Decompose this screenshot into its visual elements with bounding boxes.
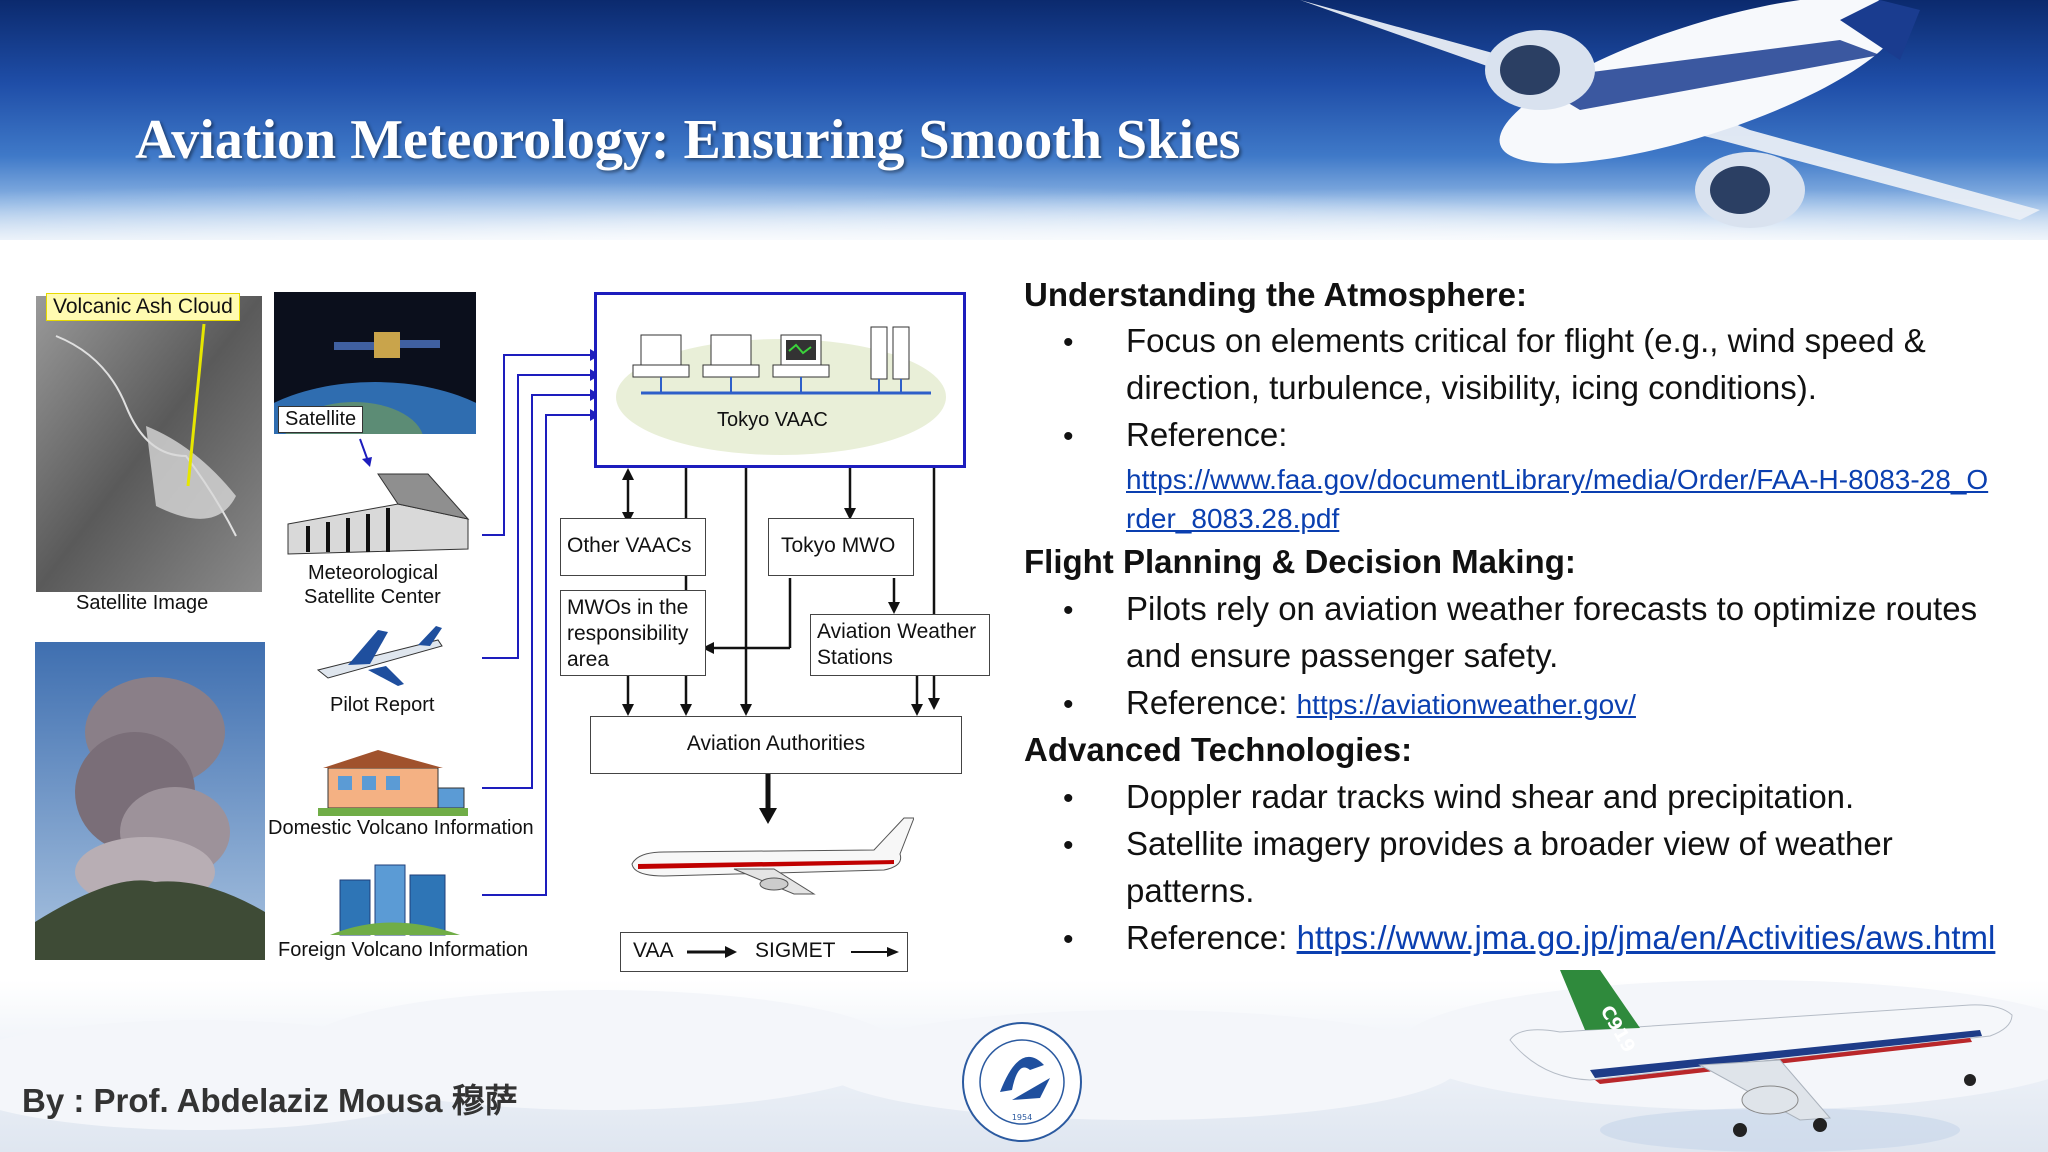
foreign-volcano-label: Foreign Volcano Information <box>278 939 529 961</box>
satellite-label: Satellite <box>278 406 364 433</box>
right-arrow-icon <box>851 947 899 957</box>
other-vaacs-label: Other VAACs <box>567 534 692 557</box>
ash-cloud-label: Volcanic Ash Cloud <box>46 293 240 321</box>
reference-label: Reference: <box>1126 919 1288 956</box>
vaa-sigmet-box: VAA SIGMET <box>620 932 908 972</box>
reference-link-continued[interactable]: rder_8083.28.pdf <box>1126 503 1340 534</box>
satellite-center-building <box>287 473 470 555</box>
slide-title: Aviation Meteorology: Ensuring Smooth Sk… <box>135 109 1241 171</box>
reference-label: Reference: <box>1126 416 1288 453</box>
reference-line: Reference: https://www.jma.go.jp/jma/en/… <box>1126 919 1995 957</box>
bullet-text: Pilots rely on aviation weather forecast… <box>1126 590 1978 627</box>
bullet-icon: • <box>1063 829 1074 862</box>
bullet-icon: • <box>1063 326 1074 359</box>
bullet-text: Doppler radar tracks wind shear and prec… <box>1126 778 1855 815</box>
section-heading: Understanding the Atmosphere: <box>1024 276 1527 313</box>
aws-box: Aviation Weather Stations <box>810 614 990 676</box>
tokyo-mwo-box: Tokyo MWO <box>768 518 914 576</box>
aviation-authorities-label: Aviation Authorities <box>686 732 866 755</box>
sigmet-label: SIGMET <box>755 939 836 962</box>
bullet-icon: • <box>1063 782 1074 815</box>
down-arrow-icon <box>359 438 372 467</box>
pilot-plane-icon <box>316 626 443 686</box>
reference-line: Reference: https://aviationweather.gov/ <box>1126 684 1636 722</box>
university-logo-icon: 1954 <box>962 1022 1082 1142</box>
airplane-banner-illustration <box>1300 0 2040 228</box>
aws-label: Aviation Weather Stations <box>817 620 977 669</box>
bullet-text: Satellite imagery provides a broader vie… <box>1126 825 1893 862</box>
vaa-label: VAA <box>633 939 674 962</box>
bullet-icon: • <box>1063 594 1074 627</box>
vaac-network-illustration <box>616 326 946 455</box>
jumbo-jet-illustration <box>631 817 914 895</box>
svg-text:1954: 1954 <box>1012 1113 1032 1122</box>
bullet-icon: • <box>1063 688 1074 721</box>
mwos-box: MWOs in the responsibility area <box>560 590 706 676</box>
pilot-report-label: Pilot Report <box>330 694 435 716</box>
satellite-image <box>36 296 262 592</box>
domestic-volcano-icon <box>318 750 468 816</box>
bullet-icon: • <box>1063 420 1074 453</box>
satellite-image-caption: Satellite Image <box>76 592 209 614</box>
volcano-photo <box>35 642 265 960</box>
aviation-authorities-box: Aviation Authorities <box>590 716 962 774</box>
domestic-volcano-label: Domestic Volcano Information <box>268 817 534 839</box>
bullet-text-continued: direction, turbulence, visibility, icing… <box>1126 369 1817 406</box>
reference-label: Reference: <box>1126 684 1288 721</box>
bullet-text-continued: patterns. <box>1126 872 1255 909</box>
reference-link[interactable]: https://www.faa.gov/documentLibrary/medi… <box>1126 464 1989 495</box>
reference-link[interactable]: https://aviationweather.gov/ <box>1296 689 1636 720</box>
bullet-text-continued: and ensure passenger safety. <box>1126 637 1559 674</box>
jet-illustration: C919 <box>1509 970 2013 1152</box>
header-banner: Aviation Meteorology: Ensuring Smooth Sk… <box>0 0 2048 240</box>
bullet-icon: • <box>1063 923 1074 956</box>
reference-link[interactable]: https://www.jma.go.jp/jma/en/Activities/… <box>1296 919 1996 956</box>
msc-label-line1: Meteorological <box>308 562 439 584</box>
right-arrow-icon <box>687 946 737 958</box>
section-heading: Advanced Technologies: <box>1024 731 1413 768</box>
mwos-label: MWOs in the responsibility area <box>567 596 689 671</box>
tokyo-mwo-label: Tokyo MWO <box>781 534 896 557</box>
author-credit: By : Prof. Abdelaziz Mousa 穆萨 <box>22 1082 518 1119</box>
bullet-text: Focus on elements critical for flight (e… <box>1126 322 1926 359</box>
other-vaacs-box: Other VAACs <box>560 518 706 576</box>
tokyo-vaac-label: Tokyo VAAC <box>717 409 828 431</box>
tokyo-vaac-box: Tokyo VAAC <box>594 292 966 468</box>
msc-label-line2: Satellite Center <box>304 586 441 608</box>
section-heading: Flight Planning & Decision Making: <box>1024 543 1576 580</box>
foreign-volcano-icon <box>330 864 460 936</box>
